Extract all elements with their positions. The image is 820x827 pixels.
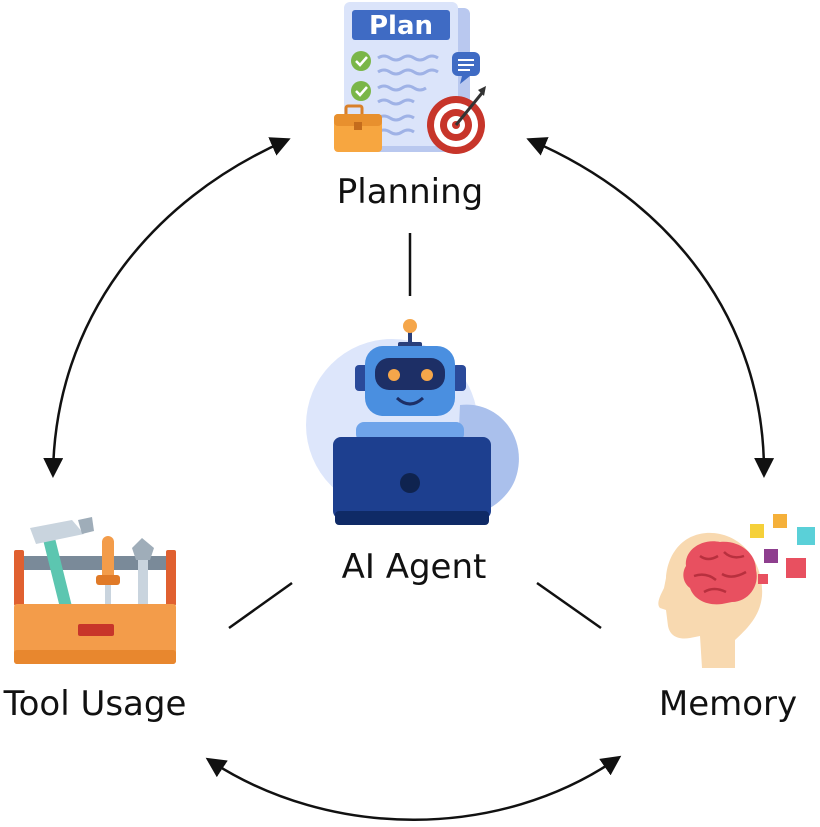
tool-usage-label: Tool Usage bbox=[3, 684, 187, 724]
connector-agent-tool-usage bbox=[228, 581, 293, 630]
plan-badge-text: Plan bbox=[369, 11, 433, 41]
chat-bubble-icon bbox=[452, 52, 480, 84]
memory-pixel bbox=[758, 574, 768, 584]
memory-label: Memory bbox=[659, 684, 797, 724]
wrench-icon bbox=[132, 538, 154, 612]
memory-pixel bbox=[773, 514, 787, 528]
plan-document-icon: Plan bbox=[334, 2, 486, 154]
screwdriver-icon bbox=[96, 536, 120, 611]
briefcase-icon bbox=[334, 104, 382, 152]
ai-agent-label: AI Agent bbox=[342, 547, 487, 587]
target-icon bbox=[427, 86, 486, 154]
robot-laptop-icon bbox=[306, 319, 519, 525]
check-icon bbox=[351, 51, 371, 71]
planning-label: Planning bbox=[337, 172, 483, 212]
memory-pixel bbox=[750, 524, 764, 538]
arrow-planning-memory bbox=[526, 137, 775, 478]
toolbox-icon bbox=[14, 517, 176, 664]
hammer-icon bbox=[30, 517, 94, 615]
memory-pixel bbox=[797, 527, 815, 545]
connector-agent-memory bbox=[536, 581, 602, 630]
plan-header bbox=[352, 10, 450, 40]
arrow-tool-usage-memory bbox=[205, 755, 622, 821]
memory-pixel bbox=[786, 558, 806, 578]
brain-head-icon bbox=[658, 514, 815, 668]
memory-pixel bbox=[764, 549, 778, 563]
text-lines bbox=[377, 54, 439, 136]
arrow-planning-tool-usage bbox=[43, 137, 291, 478]
check-icon bbox=[351, 81, 371, 101]
